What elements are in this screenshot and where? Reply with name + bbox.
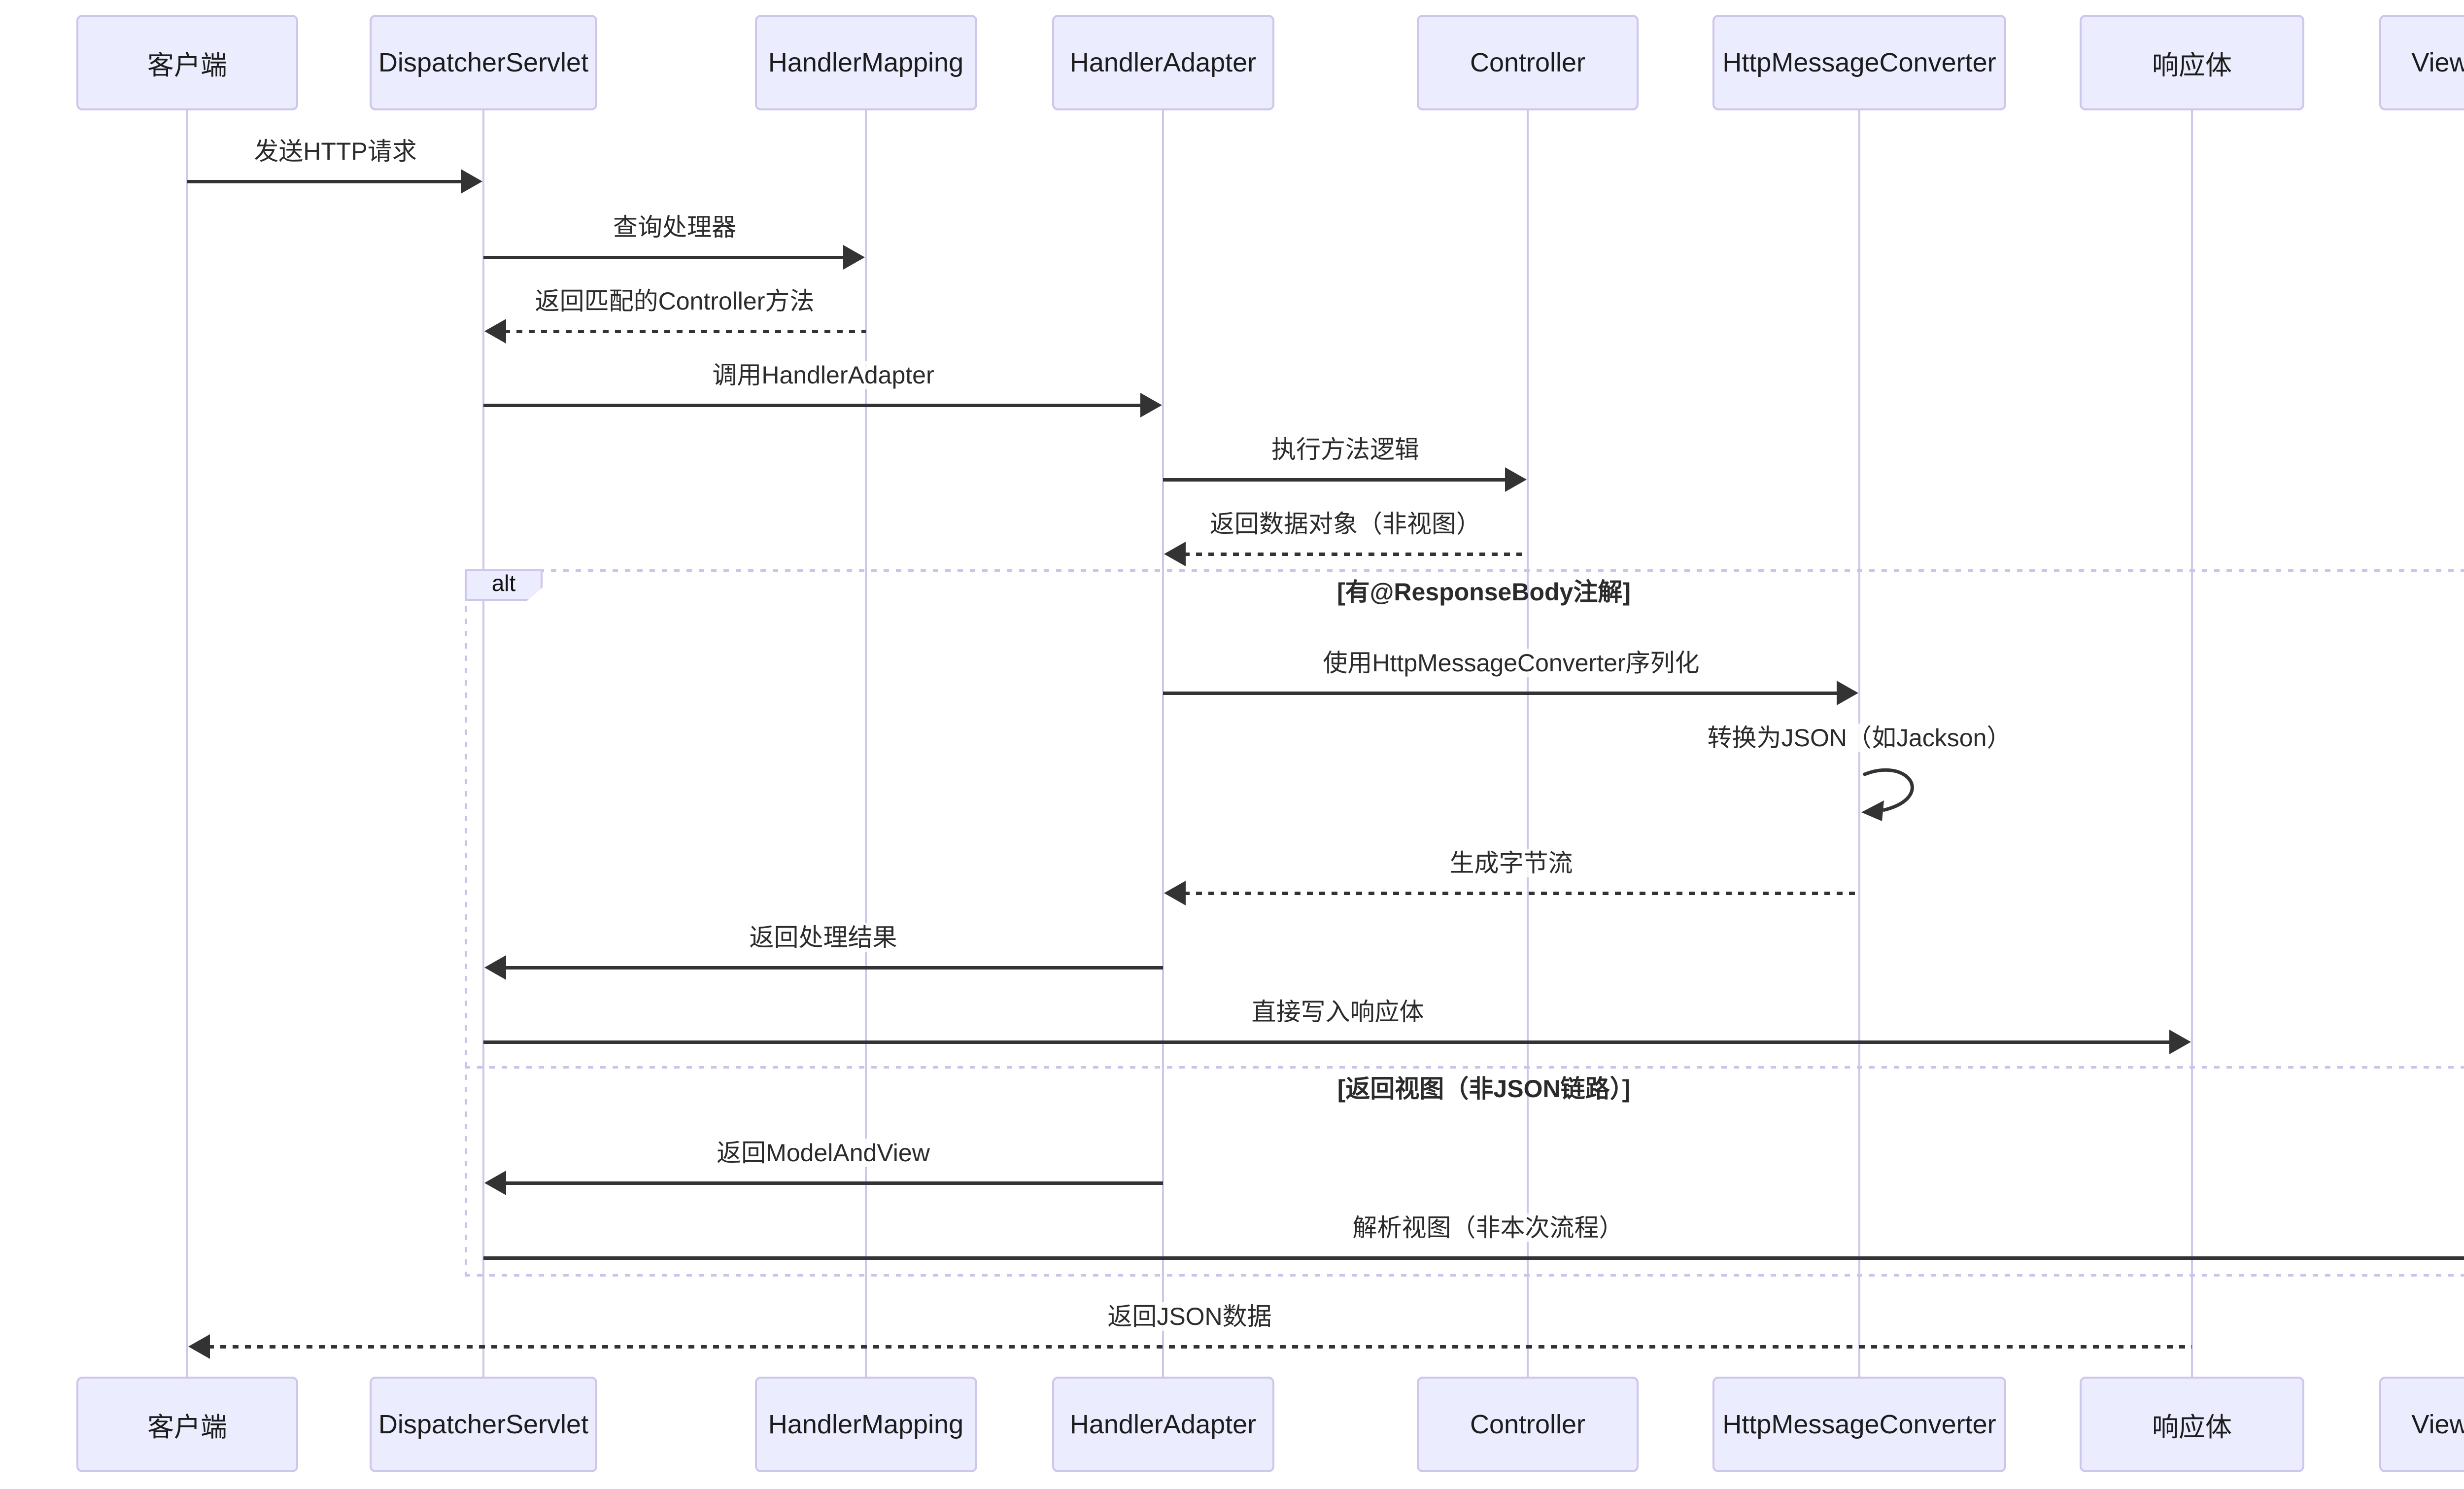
actor-bottom-viewresolver: ViewResolver <box>2379 1377 2464 1472</box>
message-label: 返回ModelAndView <box>712 1139 935 1167</box>
message-label: 执行方法逻辑 <box>1266 435 1424 464</box>
message-line <box>483 1040 2171 1044</box>
alt-condition-2: [返回视图（非JSON链路）] <box>1337 1075 1631 1103</box>
actor-top-viewresolver: ViewResolver <box>2379 15 2464 110</box>
arrowhead-left-icon <box>1164 881 1186 905</box>
arrowhead-right-icon <box>461 169 482 194</box>
message-label: 返回处理结果 <box>744 923 902 952</box>
lifeline-client <box>186 110 188 1377</box>
message-label: 返回数据对象（非视图） <box>1205 510 1486 538</box>
actor-bottom-adapter: HandlerAdapter <box>1052 1377 1274 1472</box>
actor-top-client: 客户端 <box>76 15 298 110</box>
arrowhead-right-icon <box>1505 467 1527 492</box>
message-line <box>504 1181 1163 1185</box>
lifeline-controller <box>1527 110 1529 1377</box>
message-line <box>1184 892 1859 895</box>
alt-frame-left-border <box>465 569 467 1274</box>
arrowhead-left-icon <box>484 319 506 344</box>
message-label: 返回匹配的Controller方法 <box>530 287 820 315</box>
alt-frame-divider <box>465 1066 2464 1069</box>
message-label: 调用HandlerAdapter <box>707 361 939 389</box>
message-line <box>483 1256 2464 1260</box>
message-label: 直接写入响应体 <box>1246 998 1429 1026</box>
message-line <box>208 1345 2192 1349</box>
actor-bottom-controller: Controller <box>1417 1377 1639 1472</box>
arrowhead-right-icon <box>843 245 865 270</box>
arrowhead-left-icon <box>188 1334 210 1359</box>
message-line <box>1163 478 1507 482</box>
arrowhead-left-icon <box>484 1171 506 1195</box>
lifeline-response <box>2191 110 2193 1377</box>
arrowhead-right-icon <box>1140 393 1162 417</box>
actor-top-controller: Controller <box>1417 15 1639 110</box>
actor-bottom-response: 响应体 <box>2080 1377 2304 1472</box>
message-line <box>483 404 1142 407</box>
alt-frame-top-border <box>465 569 2464 572</box>
message-label: 生成字节流 <box>1444 849 1578 877</box>
arrowhead-left-icon <box>484 955 506 980</box>
message-label: 使用HttpMessageConverter序列化 <box>1318 649 1705 677</box>
message-line <box>187 180 463 183</box>
actor-top-response: 响应体 <box>2080 15 2304 110</box>
lifeline-mapping <box>865 110 867 1377</box>
self-message-label: 转换为JSON（如Jackson） <box>1702 724 2017 752</box>
arrowhead-right-icon <box>1837 681 1858 705</box>
lifeline-adapter <box>1162 110 1164 1377</box>
message-line <box>504 330 866 333</box>
actor-top-mapping: HandlerMapping <box>754 15 977 110</box>
message-line <box>1184 553 1528 556</box>
alt-frame-bottom-border <box>465 1274 2464 1277</box>
alt-condition-1: [有@ResponseBody注解] <box>1336 578 1631 606</box>
actor-top-adapter: HandlerAdapter <box>1052 15 1274 110</box>
alt-frame-label: alt <box>465 569 543 601</box>
message-label: 发送HTTP请求 <box>249 137 422 166</box>
actor-bottom-client: 客户端 <box>76 1377 298 1472</box>
message-label: 返回JSON数据 <box>1102 1302 1277 1331</box>
lifeline-dispatcher <box>482 110 484 1377</box>
message-line <box>504 966 1163 970</box>
message-label: 解析视图（非本次流程） <box>1347 1213 1629 1242</box>
actor-bottom-converter: HttpMessageConverter <box>1712 1377 2006 1472</box>
message-line <box>1163 692 1839 695</box>
arrowhead-right-icon <box>2169 1030 2191 1054</box>
actor-bottom-dispatcher: DispatcherServlet <box>370 1377 597 1472</box>
message-label: 查询处理器 <box>608 213 741 242</box>
actor-top-converter: HttpMessageConverter <box>1712 15 2006 110</box>
self-loop-arrow <box>1857 765 1941 824</box>
message-line <box>483 256 845 259</box>
actor-bottom-mapping: HandlerMapping <box>754 1377 977 1472</box>
arrowhead-left-icon <box>1164 542 1186 566</box>
actor-top-dispatcher: DispatcherServlet <box>370 15 597 110</box>
